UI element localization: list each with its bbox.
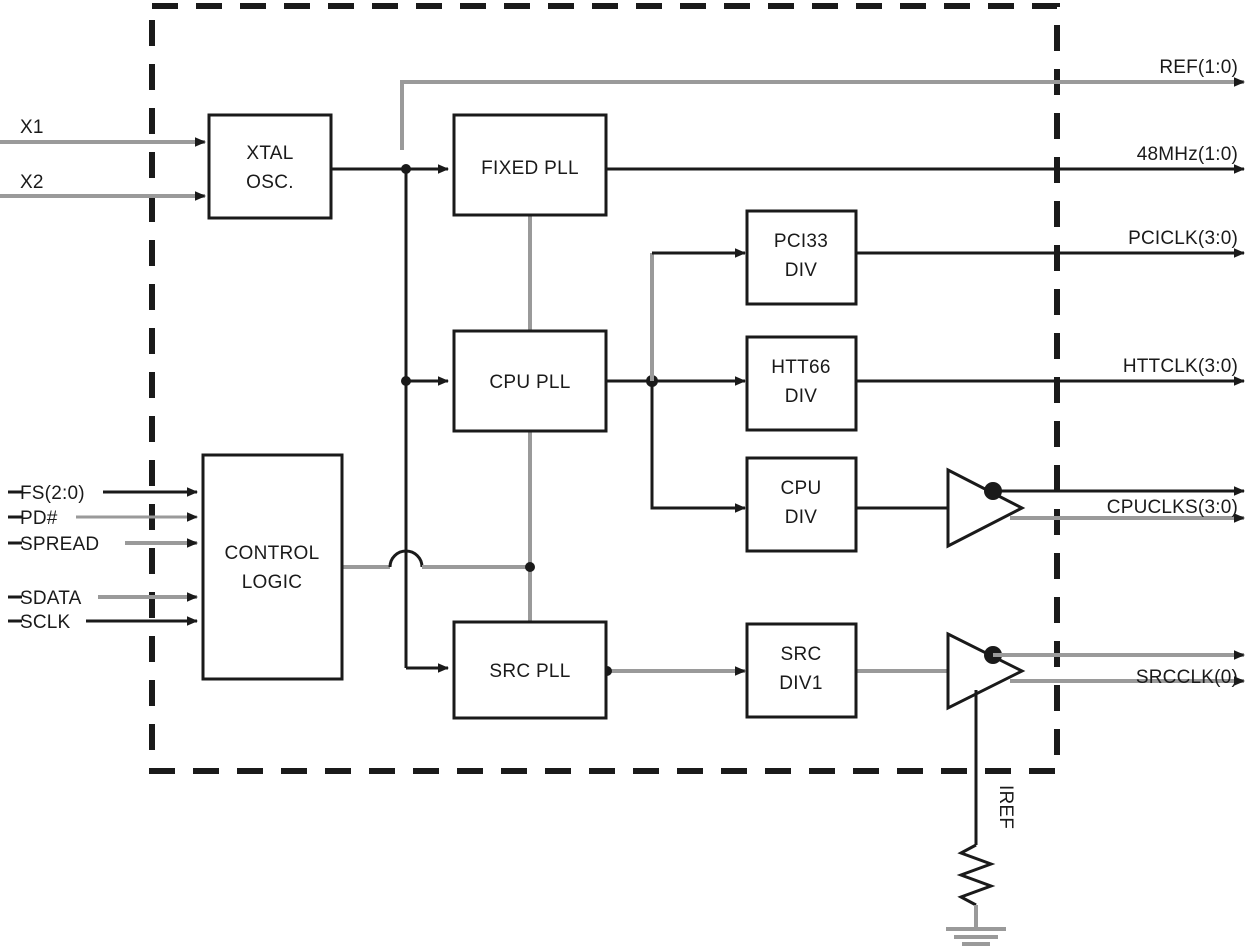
block-htt66-line2: DIV (785, 386, 818, 407)
block-pci33-line1: PCI33 (774, 231, 828, 252)
chip-boundary (149, 3, 1060, 774)
pin-label-pd: PD# (20, 508, 58, 529)
output-label-httclk: HTTCLK(3:0) (1123, 356, 1238, 377)
block-control-line1: CONTROL (225, 543, 320, 564)
block-cpu-pll-label: CPU PLL (489, 372, 570, 393)
block-fixed-pll[interactable]: FIXED PLL (452, 113, 608, 217)
pin-label-x1: X1 (20, 117, 44, 138)
block-src-pll-label: SRC PLL (489, 661, 570, 682)
junction-control-to-srcpll (525, 562, 535, 572)
block-control-logic[interactable]: CONTROL LOGIC (201, 453, 344, 681)
block-src-pll[interactable]: SRC PLL (452, 620, 608, 720)
output-label-pciclk: PCICLK(3:0) (1128, 228, 1238, 249)
block-fixed-pll-label: FIXED PLL (481, 158, 579, 179)
pin-label-sclk: SCLK (20, 612, 71, 633)
output-label-srcclk: SRCCLK(0) (1136, 667, 1238, 688)
block-cpu-div[interactable]: CPU DIV (745, 456, 858, 553)
output-label-ref: REF(1:0) (1159, 57, 1238, 78)
resistor-icon (956, 843, 996, 907)
pin-label-fs: FS(2:0) (20, 483, 85, 504)
pin-label-spread: SPREAD (20, 534, 99, 555)
block-xtal-line1: XTAL (246, 143, 293, 164)
wire-to-cpudiv (650, 381, 746, 513)
annotation-label-iref: IREF (995, 785, 1016, 829)
cpu-buffer-icon (946, 467, 1026, 549)
block-src-div1-line2: DIV1 (779, 673, 822, 694)
block-src-div1-line1: SRC (780, 644, 821, 665)
block-pci33-line2: DIV (785, 260, 818, 281)
block-xtal[interactable]: XTAL OSC. (207, 113, 333, 220)
pin-label-sdata: SDATA (20, 588, 82, 609)
junction-bus-fixedpll (401, 164, 411, 174)
block-cpu-pll[interactable]: CPU PLL (452, 329, 608, 433)
block-xtal-line2: OSC. (246, 172, 294, 193)
block-src-div1[interactable]: SRC DIV1 (745, 622, 858, 719)
block-htt66-line1: HTT66 (771, 357, 831, 378)
src-buffer-icon (946, 631, 1026, 711)
block-cpu-div-line2: DIV (785, 507, 818, 528)
output-label-cpuclks: CPUCLKS(3:0) (1107, 497, 1238, 518)
pin-label-x2: X2 (20, 172, 44, 193)
wire-hop-icon (388, 549, 424, 568)
block-control-line2: LOGIC (242, 572, 303, 593)
junction-bus-cpupll (401, 376, 411, 386)
block-pci33-div[interactable]: PCI33 DIV (745, 209, 858, 306)
block-cpu-div-line1: CPU (780, 478, 821, 499)
block-htt66-div[interactable]: HTT66 DIV (745, 335, 858, 432)
output-label-48mhz: 48MHz(1:0) (1137, 144, 1238, 165)
